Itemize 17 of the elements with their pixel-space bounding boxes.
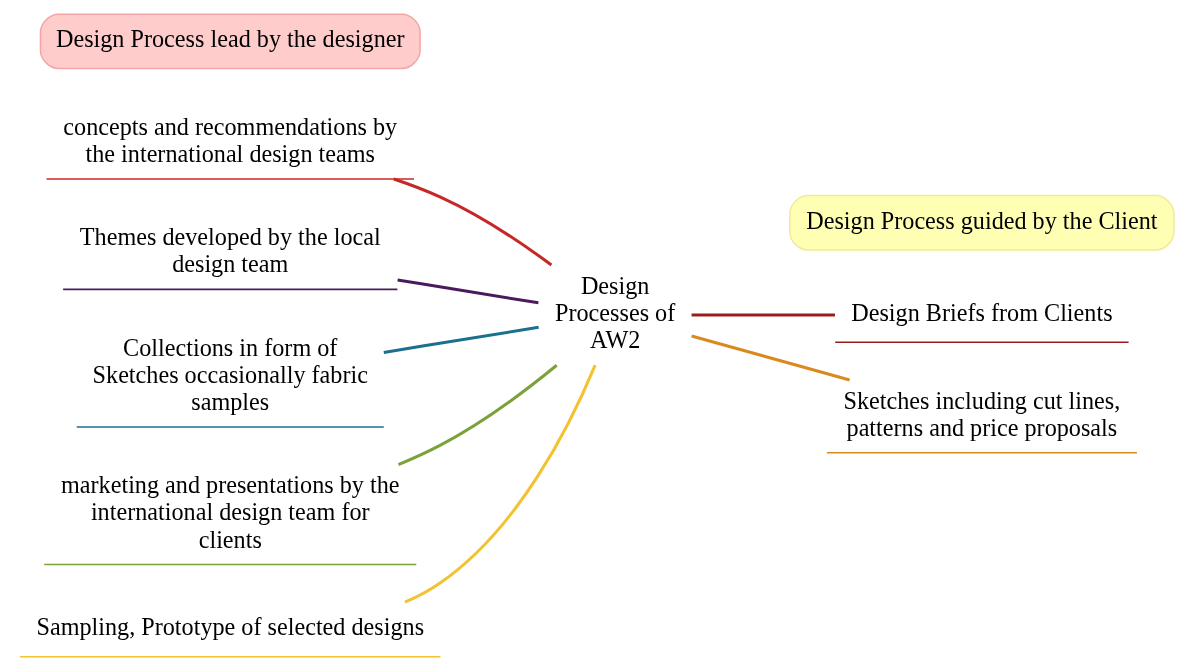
connector — [691, 313, 835, 317]
node-text: Design Processes of AW2 — [554, 271, 675, 354]
node-text: Themes developed by the local design team — [79, 223, 381, 278]
node-text: Collections in form of Sketches occasionally fabric samples — [92, 333, 368, 416]
node-text: Design Briefs from Clients — [850, 298, 1113, 326]
connector — [392, 177, 552, 267]
connector — [383, 325, 539, 354]
node-text: Sketches including cut lines, patterns and price proposals — [843, 386, 1120, 441]
connector — [396, 278, 539, 305]
connector — [690, 334, 850, 382]
node-text: marketing and presentations by the international design team for clients — [60, 471, 400, 553]
node-text: Sampling, Prototype of selected designs — [35, 613, 424, 641]
node-box: Design Process lead by the designer — [39, 13, 421, 70]
node-text: concepts and recommendations by the international design teams — [62, 112, 397, 168]
node-box: Design Process guided by the Client — [788, 194, 1175, 251]
connector — [403, 364, 597, 604]
connector — [397, 364, 558, 467]
